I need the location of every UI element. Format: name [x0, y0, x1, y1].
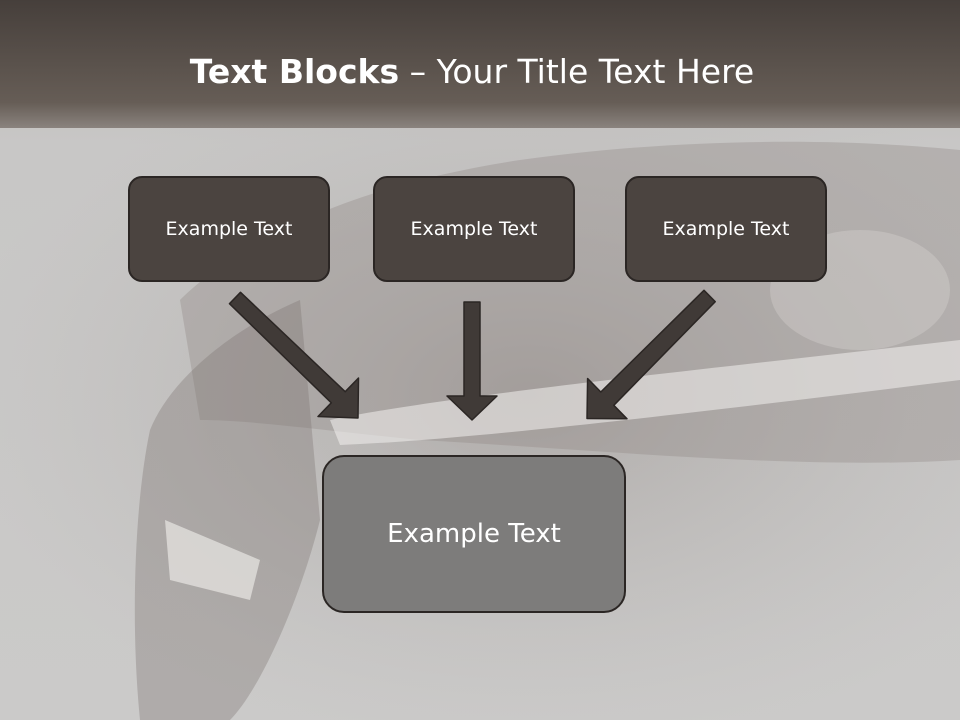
arrow-down-right-icon	[228, 291, 360, 419]
text-block-2[interactable]: Example Text	[373, 176, 575, 282]
text-block-2-label: Example Text	[410, 218, 538, 240]
arrow-down-left-icon	[586, 289, 716, 420]
title-rest-part: – Your Title Text Here	[399, 52, 755, 91]
text-block-1-label: Example Text	[165, 218, 293, 240]
text-block-1[interactable]: Example Text	[128, 176, 330, 282]
title-bold-part: Text Blocks	[189, 52, 400, 91]
result-block-label: Example Text	[387, 519, 561, 549]
text-block-3-label: Example Text	[662, 218, 790, 240]
arrow-down-icon	[446, 301, 498, 421]
text-block-3[interactable]: Example Text	[625, 176, 827, 282]
slide-title: Text Blocks – Your Title Text Here	[0, 52, 944, 91]
result-block[interactable]: Example Text	[322, 455, 626, 613]
